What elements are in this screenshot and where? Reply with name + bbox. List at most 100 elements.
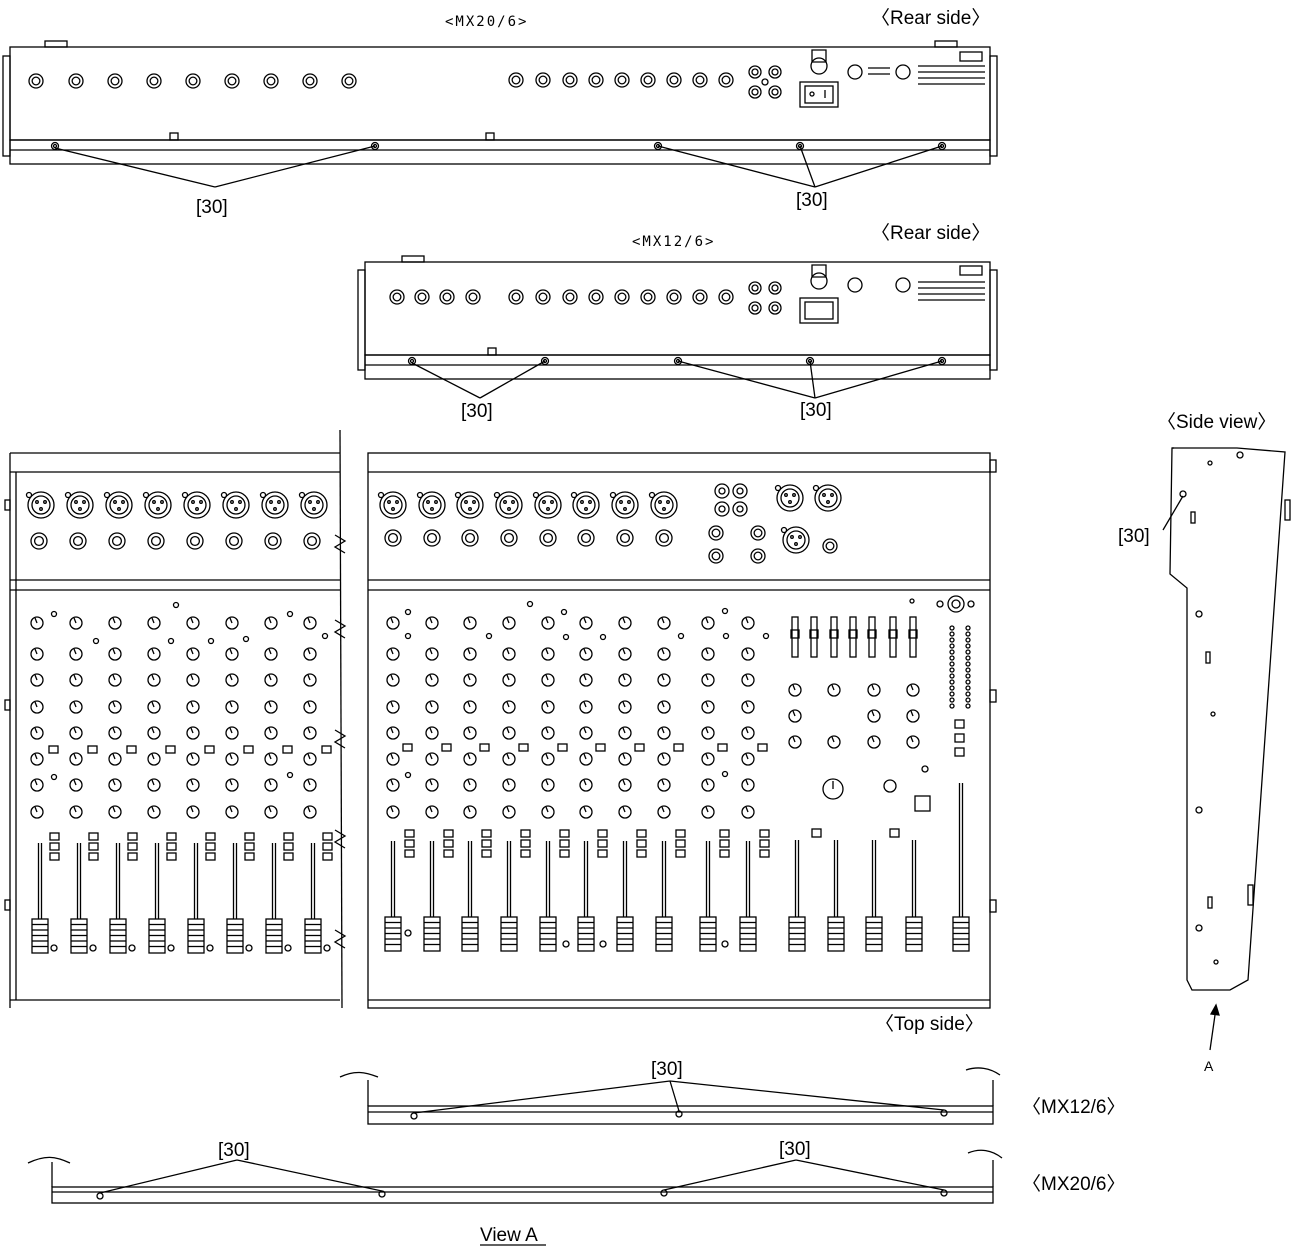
- jack-outer: [616, 529, 634, 547]
- button: [759, 829, 770, 838]
- knob-pointer: [705, 648, 709, 655]
- jack-inner: [721, 292, 731, 302]
- button: [759, 849, 770, 858]
- knob: [463, 805, 477, 819]
- knob-pointer: [390, 617, 394, 624]
- knob-pointer: [229, 779, 233, 786]
- knob: [264, 752, 278, 766]
- knob-pointer: [831, 736, 835, 743]
- xlr-pin: [191, 500, 195, 504]
- xlr-pin: [503, 500, 507, 504]
- knob-pointer: [661, 779, 665, 786]
- knob-pointer: [34, 753, 38, 760]
- meter-led: [949, 643, 955, 649]
- meter-led: [949, 631, 955, 637]
- knob: [867, 709, 881, 723]
- knob-pointer: [583, 701, 587, 708]
- xlr-pin: [542, 500, 546, 504]
- knob: [425, 778, 439, 792]
- knob: [463, 700, 477, 714]
- knob-pointer: [661, 806, 665, 813]
- knob: [579, 616, 593, 630]
- knob-pointer: [467, 701, 471, 708]
- jack-outer: [68, 73, 84, 89]
- xlr-latch: [532, 491, 540, 499]
- knob: [147, 805, 161, 819]
- knob: [701, 673, 715, 687]
- xlr-pin: [784, 493, 788, 497]
- meter-led: [949, 685, 955, 691]
- knob: [701, 778, 715, 792]
- knob-pointer: [467, 648, 471, 655]
- knob-pointer: [661, 617, 665, 624]
- knob-pointer: [390, 753, 394, 760]
- button: [166, 842, 177, 851]
- xlr-pin: [627, 500, 631, 504]
- button: [636, 849, 647, 858]
- knob: [701, 616, 715, 630]
- knob-pointer: [112, 727, 116, 734]
- xlr-pin: [39, 507, 43, 511]
- xlr-inner: [654, 495, 674, 515]
- jack-outer: [384, 529, 402, 547]
- knob-pointer: [268, 806, 272, 813]
- xlr-outer: [782, 526, 810, 554]
- knob-pointer: [622, 701, 626, 708]
- button: [166, 832, 177, 841]
- knob: [657, 805, 671, 819]
- mx20-rear-screw-label-right: [30]: [796, 190, 828, 211]
- knob: [264, 647, 278, 661]
- button: [595, 743, 606, 752]
- output-jacks: [708, 484, 842, 564]
- jack-inner: [580, 532, 592, 544]
- xlr-pin: [195, 507, 199, 511]
- button: [443, 829, 454, 838]
- knob: [463, 752, 477, 766]
- knob-pointer: [705, 674, 709, 681]
- knob: [30, 673, 44, 687]
- button: [283, 852, 294, 861]
- jack-outer: [692, 72, 708, 88]
- meter-led: [965, 691, 971, 697]
- xlr-pin: [623, 507, 627, 511]
- button: [520, 849, 531, 858]
- screw-center: [542, 358, 548, 364]
- knob: [867, 735, 881, 749]
- knob-pointer: [307, 727, 311, 734]
- mini-fader-cap: [809, 629, 819, 639]
- knob-pointer: [229, 806, 233, 813]
- button: [402, 743, 413, 752]
- button: [49, 852, 60, 861]
- jack-outer: [562, 72, 578, 88]
- xlr-outer: [300, 491, 328, 519]
- knob-pointer: [545, 617, 549, 624]
- left-knob-grid: [30, 601, 332, 819]
- knob-pointer: [190, 674, 194, 681]
- knob: [30, 616, 44, 630]
- knob-pointer: [705, 806, 709, 813]
- mx12-rear-screw-row: [407, 356, 947, 366]
- xlr-latch: [181, 491, 189, 499]
- knob-pointer: [745, 753, 749, 760]
- knob-pointer: [307, 806, 311, 813]
- knob-pointer: [268, 701, 272, 708]
- jack-inner: [753, 551, 763, 561]
- knob: [147, 616, 161, 630]
- knob-pointer: [745, 617, 749, 624]
- xlr-inner: [786, 530, 806, 550]
- knob: [701, 700, 715, 714]
- xlr-outer: [456, 491, 484, 519]
- xlr-pin: [82, 500, 86, 504]
- knob-pointer: [307, 617, 311, 624]
- knob: [541, 673, 555, 687]
- button: [597, 829, 608, 838]
- xlr-pin: [277, 500, 281, 504]
- button: [126, 745, 137, 754]
- knob-pointer: [545, 674, 549, 681]
- knob: [463, 726, 477, 740]
- knob-pointer: [112, 674, 116, 681]
- knob: [30, 647, 44, 661]
- knob-pointer: [390, 727, 394, 734]
- knob: [303, 805, 317, 819]
- knob-pointer: [268, 779, 272, 786]
